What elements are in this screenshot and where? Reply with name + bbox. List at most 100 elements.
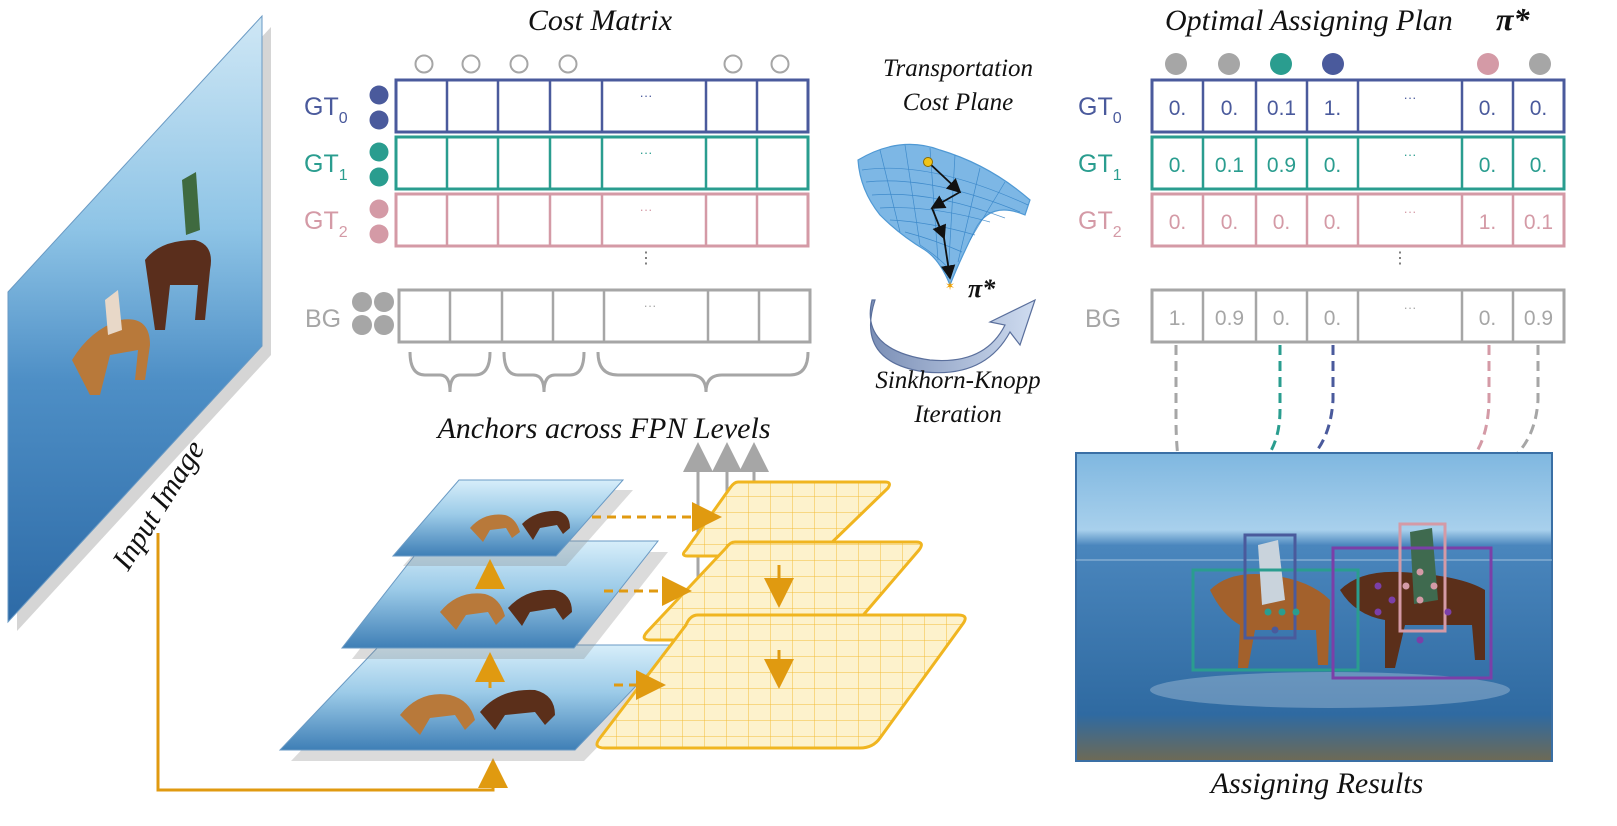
plan-cell-value: 0. (1324, 211, 1342, 234)
plan-cell-value: 0. (1221, 97, 1239, 120)
anchor-marker-5 (723, 54, 743, 74)
bbox-gt1 (1191, 568, 1360, 672)
cost-ellipsis: ··· (640, 145, 653, 160)
anchor-marker-6 (770, 54, 790, 74)
anchors-fpn-label: Anchors across FPN Levels (435, 412, 770, 445)
optimal-plan-title: Optimal Assigning Plan π* (1165, 1, 1530, 37)
assigned-anchor-dot (1322, 53, 1344, 75)
bracket-level-1 (408, 351, 492, 393)
plan-cell-value: 0.1 (1267, 97, 1296, 120)
plan-cell-value: 0.1 (1215, 154, 1244, 177)
plan-row-gt0: GT0 0. 0. 0.1 1. ··· 0. 0. (1078, 78, 1566, 134)
plan-cell-value: 0. (1221, 211, 1239, 234)
plan-row-gt2: GT2 0. 0. 0. 0. ··· 1. 0.1 (1078, 192, 1566, 248)
cost-matrix-title: Cost Matrix (528, 4, 673, 37)
cost-row-bg: BG ··· (305, 288, 812, 344)
anchor-marker-0 (414, 54, 434, 74)
plan-cell-value: ··· (1404, 204, 1417, 219)
plan-cell-value: 0. (1530, 97, 1548, 120)
horse-left (1210, 574, 1330, 668)
plan-cell-value: 0.1 (1524, 211, 1553, 234)
plan-cell-value: 0. (1479, 97, 1497, 120)
pi-star-label: π* (968, 274, 996, 303)
plan-bg-label: BG (1085, 305, 1121, 333)
anchor-marker-2 (509, 54, 529, 74)
bg-dot (352, 292, 372, 312)
gt-dot (369, 85, 389, 105)
cost-bg-label: BG (305, 305, 341, 333)
cost-row-label: GT1 (304, 150, 348, 184)
transport-title: Transportation Cost Plane (883, 55, 1033, 116)
plan-cell-value: 1. (1479, 211, 1497, 234)
plan-row-label: GT1 (1078, 150, 1122, 184)
bg-dot (352, 315, 372, 335)
cost-row-gt1: GT1 ··· (304, 135, 810, 191)
bbox-gt2 (1398, 522, 1447, 633)
sinkhorn-arrow (869, 298, 1037, 374)
bg-dot (374, 292, 394, 312)
plan-cell-value: 1. (1324, 97, 1342, 120)
optimum-star-icon: ✶ (945, 279, 955, 293)
fpn-brackets (408, 351, 810, 393)
sinkhorn-line1: Sinkhorn-Knopp (875, 367, 1040, 394)
cost-row-label: GT0 (304, 93, 348, 127)
plan-bg-cell-value: 0. (1479, 307, 1497, 330)
horse-right (1340, 571, 1485, 668)
pyramid-layer-top (391, 479, 633, 566)
rider-left (1258, 540, 1285, 605)
plan-cell-value: ··· (1404, 90, 1417, 105)
plan-cell-value: 0. (1169, 154, 1187, 177)
assigning-results-label: Assigning Results (1209, 767, 1424, 800)
plan-cell-value: 0. (1169, 211, 1187, 234)
plan-cell-value: 0. (1169, 97, 1187, 120)
cost-ellipsis: ··· (640, 202, 653, 217)
gt-dot (369, 142, 389, 162)
plan-bg-cell-value: 1. (1169, 307, 1187, 330)
transport-cost-surface: ✶ (857, 143, 1031, 293)
bg-dot (374, 315, 394, 335)
plan-bg-cell-value: 0. (1273, 307, 1291, 330)
plan-cell-value: ··· (1404, 147, 1417, 162)
fpn-structure (278, 442, 967, 761)
anchor-points (1264, 568, 1452, 644)
transport-title-line2: Cost Plane (903, 89, 1013, 116)
plan-row-label: GT2 (1078, 207, 1122, 241)
assigned-anchor-dot (1529, 53, 1551, 75)
sinkhorn-path (927, 161, 962, 280)
sinkhorn-line2: Iteration (913, 401, 1002, 428)
input-to-fpn-arrow (156, 533, 508, 792)
gt-dot (369, 167, 389, 187)
plan-bg-cell-value: ··· (1404, 300, 1417, 315)
cost-vertical-ellipsis: ⋮ (638, 250, 654, 267)
gt-dot (369, 224, 389, 244)
cost-row-gt2: GT2··· (304, 192, 810, 248)
input-image: Input Image (7, 14, 271, 631)
transport-title-line1: Transportation (883, 55, 1033, 82)
plan-bg-cell-value: 0. (1324, 307, 1342, 330)
bracket-level-2 (502, 351, 586, 393)
plan-vertical-ellipsis: ⋮ (1392, 250, 1408, 267)
start-point (923, 157, 933, 167)
bbox-purple (1331, 546, 1493, 680)
assigned-anchor-dot (1165, 53, 1187, 75)
cost-ellipsis: ··· (640, 88, 653, 103)
pyramid-layer-bottom (278, 644, 686, 761)
optimal-plan-text: Optimal Assigning Plan (1165, 4, 1453, 37)
pyramid-layer-middle (340, 540, 668, 659)
horse-rider-illustration (72, 172, 211, 395)
plan-cell-value: 0. (1273, 211, 1291, 234)
assigned-anchor-dot (1477, 53, 1499, 75)
plan-row-label: GT0 (1078, 93, 1122, 127)
plan-cell-value: 0.9 (1267, 154, 1296, 177)
bg-ellipsis: ··· (644, 298, 657, 313)
assigned-anchor-dot (1218, 53, 1240, 75)
lateral-arrows (592, 502, 722, 700)
sinkhorn-label: Sinkhorn-Knopp Iteration (875, 367, 1040, 428)
anchor-marker-3 (558, 54, 578, 74)
plan-cell-value: 0. (1324, 154, 1342, 177)
cost-matrix: GT0···GT1···GT2···⋮BG··· (304, 54, 812, 344)
bbox-gt0 (1243, 533, 1297, 640)
